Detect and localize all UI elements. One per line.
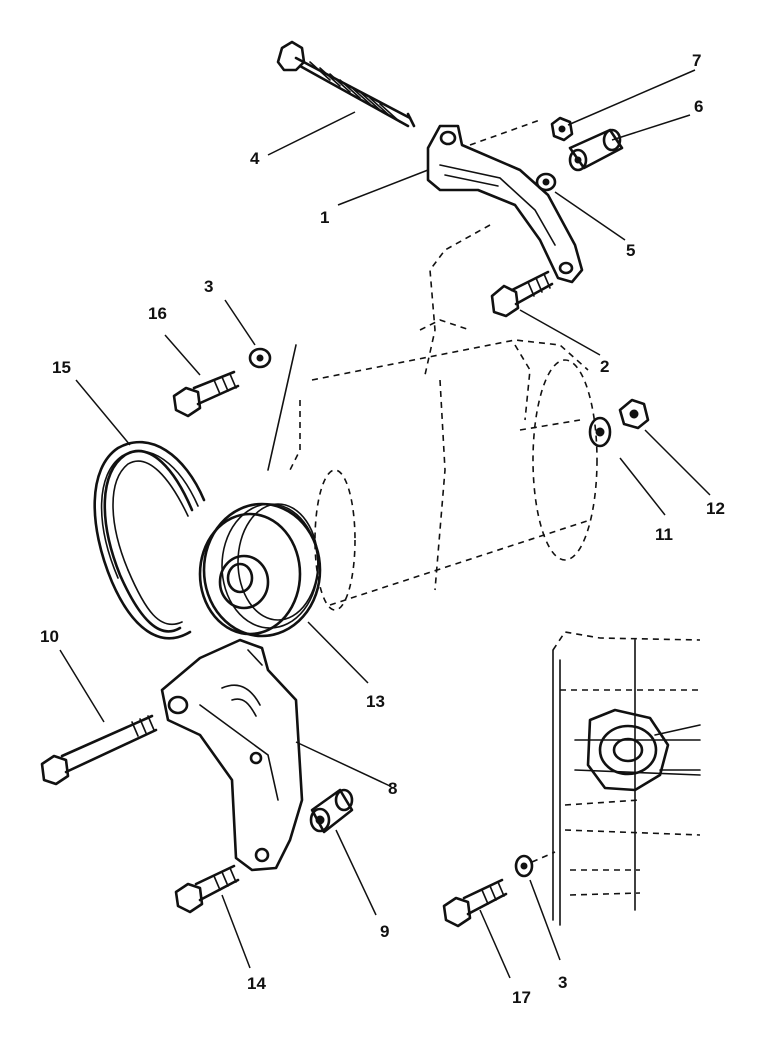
callout-6: 6 [694,97,703,116]
bolt-10 [40,714,158,786]
callout-13: 13 [366,692,385,711]
leader-lines [59,69,711,979]
washer-3-lower [514,851,556,878]
callout-1: 1 [320,208,329,227]
washer-upper [535,172,557,192]
callout-9: 9 [380,922,389,941]
alternator-body [289,319,598,611]
mounting-boss [586,708,701,792]
callout-8: 8 [388,779,397,798]
bolt-16 [172,370,240,418]
callout-labels: 1 2 3 4 5 6 7 8 9 10 11 12 13 14 15 16 1… [40,51,725,1007]
callout-5: 5 [626,241,635,260]
spacer-sleeve [568,128,624,172]
callout-7: 7 [692,51,701,70]
bolt-17 [442,878,508,928]
nut-small [550,116,574,142]
callout-11: 11 [655,525,673,544]
nut-12 [618,398,650,430]
sleeve-9 [309,788,354,834]
long-bolt [276,40,416,128]
callout-15: 15 [52,358,71,377]
callout-14: 14 [247,974,266,993]
bolt-14 [174,864,240,914]
callout-2: 2 [600,357,609,376]
callout-12: 12 [706,499,725,518]
washer-11 [588,416,612,448]
bolt-short [490,270,554,318]
washer-3-upper [248,344,297,471]
drive-belt [93,440,206,640]
pulley [198,502,322,638]
callout-3-upper: 3 [204,277,213,296]
callout-10: 10 [40,627,59,646]
tensioner-bracket [160,638,304,872]
upper-bracket [424,119,584,376]
callout-4: 4 [250,149,260,168]
callout-3-lower: 3 [558,973,567,992]
callout-16: 16 [148,304,167,323]
callout-17: 17 [512,988,531,1007]
engine-block [552,631,701,926]
